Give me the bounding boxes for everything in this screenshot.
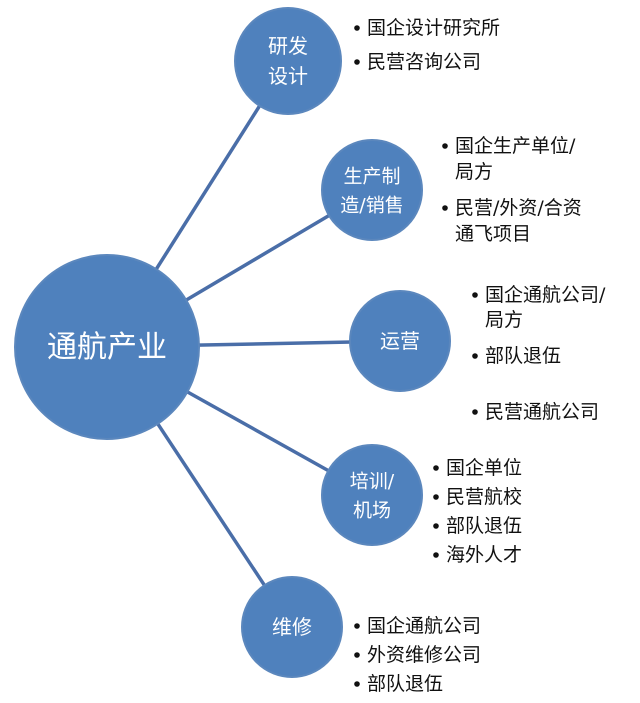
bullet-item-operations-0: 国企通航公司/ — [485, 284, 606, 306]
bullet-dot — [433, 494, 439, 500]
branch-circle-rnd — [234, 7, 342, 115]
connector-lines — [153, 103, 353, 588]
bullet-dot — [354, 25, 360, 31]
bullet-item-manufacturing-1: 民营/外资/合资 — [455, 197, 582, 219]
bullet-item-training-3: 海外人才 — [446, 544, 522, 566]
bullet-item-manufacturing-0: 局方 — [455, 161, 493, 183]
branch-label-manufacturing: 造/销售 — [340, 194, 403, 216]
bullet-item-training-1: 民营航校 — [446, 486, 522, 508]
bullet-dot — [433, 523, 439, 529]
branch-label-rnd: 研发 — [268, 34, 308, 58]
center-label: 通航产业 — [47, 330, 167, 365]
branch-label-maintenance: 维修 — [272, 615, 312, 639]
bullet-item-manufacturing-0: 国企生产单位/ — [455, 135, 576, 157]
bullet-lists: 国企设计研究所民营咨询公司国企生产单位/局方民营/外资/合资通飞项目国企通航公司… — [354, 17, 606, 695]
branch-circle-training — [321, 444, 423, 546]
branch-label-manufacturing: 生产制 — [343, 165, 400, 187]
branch-circle-maintenance — [241, 576, 343, 678]
bullet-dot — [354, 623, 360, 629]
bullet-dot — [472, 292, 478, 298]
bullet-dot — [354, 652, 360, 658]
connector-operations — [196, 340, 353, 347]
bullet-dot — [354, 59, 360, 65]
bullet-item-maintenance-0: 国企通航公司 — [367, 615, 481, 637]
bullet-dot — [433, 552, 439, 558]
connector-training — [184, 389, 331, 474]
center-node: 通航产业 — [14, 254, 200, 440]
branch-circle-operations — [349, 290, 451, 392]
bullet-dot — [354, 681, 360, 687]
bullet-dot — [442, 205, 448, 211]
bullet-dot — [472, 353, 478, 359]
bullet-item-rnd-1: 民营咨询公司 — [367, 51, 481, 73]
bullet-item-rnd-0: 国企设计研究所 — [367, 17, 500, 39]
bullet-item-operations-0: 局方 — [485, 309, 523, 331]
branch-label-training: 机场 — [353, 499, 391, 521]
branch-label-operations: 运营 — [380, 329, 420, 353]
branch-node-maintenance: 维修 — [241, 576, 343, 678]
bullet-item-maintenance-2: 部队退伍 — [367, 673, 443, 695]
bullet-dot — [433, 465, 439, 471]
branch-node-operations: 运营 — [349, 290, 451, 392]
bullet-item-training-2: 部队退伍 — [446, 515, 522, 537]
bullet-dot — [472, 409, 478, 415]
connector-rnd — [153, 103, 263, 272]
connector-manufacturing — [183, 212, 332, 303]
bullet-item-training-0: 国企单位 — [446, 457, 522, 479]
bullet-dot — [442, 143, 448, 149]
bullet-item-maintenance-1: 外资维修公司 — [367, 644, 481, 666]
bullet-item-operations-2: 民营通航公司 — [485, 401, 599, 423]
branch-node-training: 培训/机场 — [321, 444, 423, 546]
branch-circle-manufacturing — [321, 139, 423, 241]
bullet-item-operations-1: 部队退伍 — [485, 345, 561, 367]
bullet-item-manufacturing-1: 通飞项目 — [455, 223, 531, 245]
branch-label-training: 培训/ — [350, 470, 395, 492]
connector-maintenance — [155, 421, 267, 588]
branch-label-rnd: 设计 — [268, 64, 308, 88]
center-circle — [14, 254, 200, 440]
